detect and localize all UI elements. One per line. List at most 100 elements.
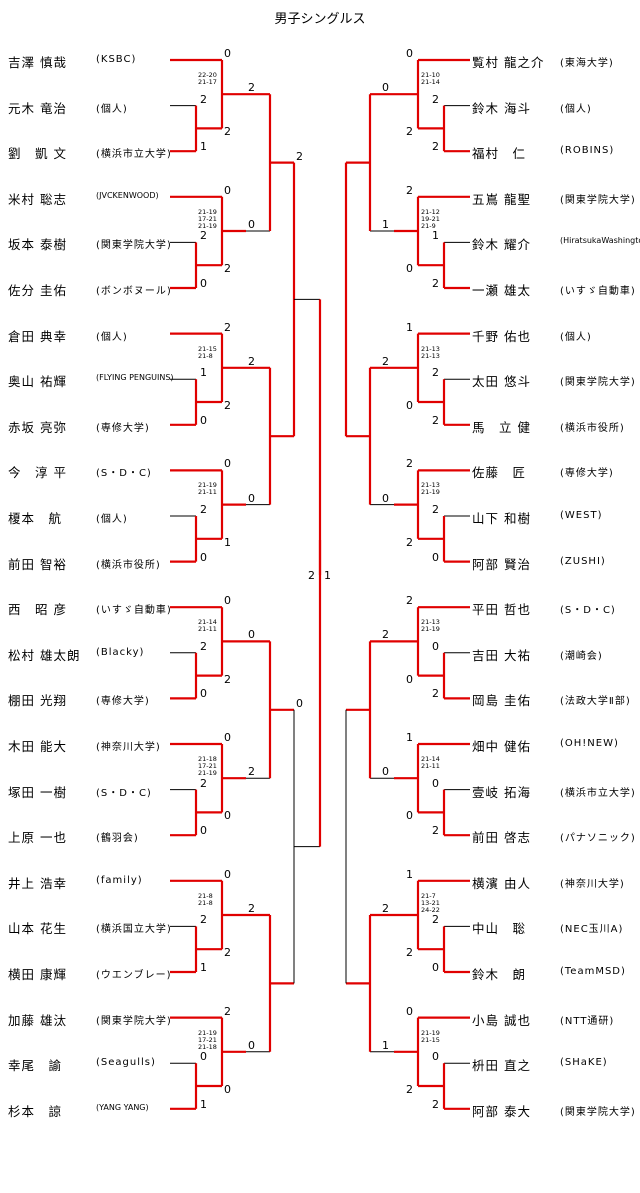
match-result: 2	[406, 535, 413, 549]
page-title: 男子シングルス	[274, 12, 366, 27]
player-team: (鶴羽会)	[96, 833, 139, 845]
match-result: 1	[406, 320, 413, 334]
match-result: 0	[248, 1038, 255, 1052]
player-team: (family)	[96, 874, 143, 886]
player-name: 元木 竜治	[8, 100, 67, 116]
player-team: (KSBC)	[96, 54, 137, 65]
match-result: 0	[200, 687, 207, 701]
match-result: 0	[224, 1083, 231, 1096]
match-score: 21-7 13-21 24-22	[421, 891, 440, 914]
player-team: (関東学院大学)	[96, 240, 172, 252]
player-team: (JVCKENWOOD)	[96, 190, 159, 200]
player-team: (いすゞ自動車)	[560, 286, 636, 297]
match-result: 2	[224, 399, 231, 412]
match-score: 21-13 21-19	[421, 481, 440, 497]
player-team: (関東学院大学)	[560, 1106, 636, 1118]
player-name: 佐藤 匠	[472, 465, 527, 481]
match-result: 2	[432, 140, 439, 154]
match-result: 2	[200, 229, 207, 243]
player-name: 岡島 圭佑	[472, 693, 531, 709]
match-score: 21-19 17-21 21-18	[198, 1028, 217, 1051]
player-team: (横浜市役所)	[96, 559, 161, 571]
player-team: (ウエンブレー)	[96, 970, 172, 981]
player-name: 横濱 由人	[472, 875, 531, 891]
player-team: (いすゞ自動車)	[96, 605, 172, 617]
player-team: (YANG YANG)	[96, 1102, 149, 1112]
player-team: (HiratsukaWashington)	[560, 236, 640, 246]
player-name: 加藤 雄汰	[8, 1012, 67, 1028]
match-result: 2	[224, 1004, 231, 1018]
match-result: 2	[432, 277, 439, 290]
player-team: (S・D・C)	[96, 468, 152, 480]
match-result: 2	[224, 672, 231, 686]
player-name: 覧村 龍之介	[472, 55, 545, 70]
player-name: 今 淳 平	[8, 465, 67, 481]
player-name: 上原 一也	[8, 830, 67, 846]
match-result: 2	[406, 1083, 413, 1096]
match-result: 2	[248, 902, 255, 915]
match-result: 1	[200, 366, 207, 380]
match-result: 2	[248, 81, 255, 95]
player-name: 井上 浩幸	[8, 875, 67, 891]
player-team: (個人)	[560, 331, 592, 343]
player-name: 赤坂 亮弥	[8, 419, 67, 435]
player-team: (Blacky)	[96, 646, 145, 658]
player-name: 阿部 賢治	[472, 556, 531, 572]
match-result: 1	[382, 1038, 389, 1052]
player-team: (FLYING PENGUINS)	[96, 373, 174, 383]
match-result: 2	[382, 902, 389, 915]
player-name: 榎本 航	[8, 511, 63, 526]
player-team: (専修大学)	[96, 696, 150, 708]
match-result: 2	[432, 913, 439, 927]
player-team: (Seagulls)	[96, 1057, 156, 1069]
match-score: 21-14 21-11	[198, 618, 217, 634]
match-score: 21-18 17-21 21-19	[198, 755, 217, 777]
match-result: 0	[200, 413, 207, 427]
match-score: 21-15 21-8	[198, 344, 217, 360]
match-score: 21-12 19-21 21-9	[421, 207, 440, 230]
player-name: 西 昭 彦	[8, 602, 67, 618]
player-name: 畑中 健佑	[472, 739, 531, 754]
match-result: 1	[382, 218, 389, 231]
match-result: 2	[432, 687, 439, 701]
final-result-right: 1	[324, 569, 331, 582]
player-name: 横田 康輝	[8, 967, 67, 982]
player-team: (神奈川大学)	[560, 878, 625, 890]
match-result: 2	[432, 366, 439, 380]
player-team: (個人)	[96, 103, 128, 115]
match-result: 0	[248, 218, 255, 231]
player-team: (神奈川大学)	[96, 742, 161, 753]
match-result: 2	[224, 320, 231, 334]
match-result: 0	[224, 183, 231, 197]
player-name: 山下 和樹	[472, 511, 531, 526]
player-name: 平田 哲也	[472, 602, 531, 618]
player-name: 太田 悠斗	[472, 374, 531, 390]
match-result: 1	[224, 535, 231, 549]
match-result: 0	[432, 1050, 439, 1064]
match-result: 2	[432, 503, 439, 516]
final-result-left: 2	[308, 569, 315, 582]
player-team: (個人)	[96, 514, 128, 525]
match-result: 2	[200, 913, 207, 927]
match-score: 21-13 21-13	[421, 344, 440, 360]
player-name: 壹岐 拓海	[472, 784, 531, 800]
player-name: 馬 立 健	[472, 419, 531, 435]
match-result: 2	[382, 354, 389, 368]
player-name: 鈴木 海斗	[472, 100, 531, 116]
player-name: 吉田 大祐	[472, 647, 531, 663]
match-result: 1	[200, 140, 207, 154]
player-name: 一瀬 雄太	[472, 283, 531, 298]
match-result: 2	[406, 125, 413, 139]
player-name: 山本 花生	[8, 921, 67, 937]
match-result: 0	[200, 277, 207, 290]
match-score: 21-14 21-11	[421, 755, 440, 770]
player-name: 鈴木 耀介	[472, 237, 531, 253]
player-name: 木田 能大	[8, 739, 67, 754]
match-result: 2	[432, 92, 439, 106]
match-result: 2	[432, 1097, 439, 1111]
player-name: 幸尾 諭	[8, 1058, 63, 1074]
match-result: 2	[296, 149, 303, 163]
match-result: 0	[248, 491, 255, 505]
match-result: 0	[406, 672, 413, 686]
